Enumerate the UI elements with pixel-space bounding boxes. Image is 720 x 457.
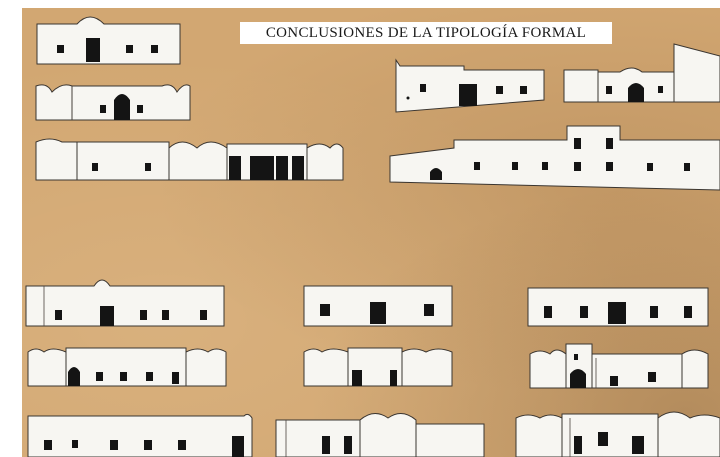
facade-11: [303, 347, 453, 387]
facade-13: [27, 413, 253, 457]
facade-7: [25, 279, 225, 327]
facade-drawings: [25, 16, 720, 457]
page-title: CONCLUSIONES DE LA TIPOLOGÍA FORMAL: [240, 22, 612, 44]
facade-5: [563, 43, 720, 103]
facade-8: [303, 285, 453, 327]
facade-6: [389, 125, 720, 191]
facade-1: [36, 16, 181, 65]
facade-3: [35, 138, 344, 181]
facade-4: [395, 58, 545, 113]
facade-14: [275, 413, 485, 457]
facade-15: [515, 411, 720, 457]
board: CONCLUSIONES DE LA TIPOLOGÍA FORMAL: [22, 8, 720, 457]
facade-12: [529, 343, 709, 389]
facade-10: [27, 347, 227, 387]
facade-2: [35, 84, 191, 121]
facade-9: [527, 287, 709, 327]
